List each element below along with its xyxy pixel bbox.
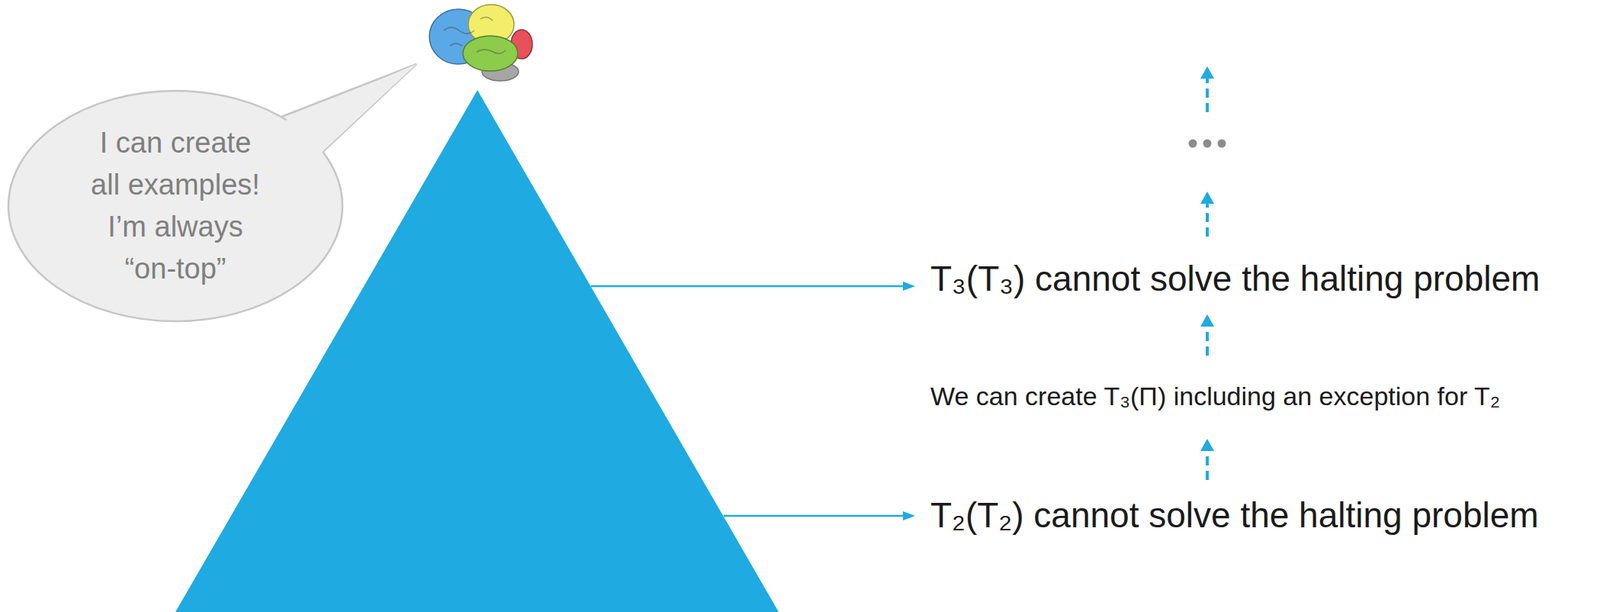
arrow-head [1200, 191, 1215, 204]
level-statement: T₃(T₃) cannot solve the halting problem [930, 257, 1540, 300]
brain-temporal-lobe [462, 35, 518, 71]
dashed-arrow [1205, 324, 1209, 356]
ellipsis-dots [1188, 139, 1227, 148]
dashed-arrow [1205, 77, 1209, 113]
bubble-text: I can create all examples! I’m always “o… [85, 122, 266, 290]
leader-line [591, 285, 905, 288]
brain-folds [443, 16, 506, 54]
ellipsis-dot [1217, 139, 1227, 148]
ellipsis-dot [1203, 139, 1212, 148]
brain-icon [429, 4, 533, 81]
step-note: We can create T₃(Π) including an excepti… [930, 380, 1501, 412]
arrow-head [1200, 314, 1215, 327]
level-arrows [591, 281, 916, 521]
level-statement: T₂(T₂) cannot solve the halting problem [930, 494, 1539, 537]
dashed-arrow [1205, 202, 1209, 237]
bubble-tail-join [279, 64, 417, 171]
arrow-head [1200, 438, 1215, 451]
bubble-outline [6, 89, 344, 323]
arrow-head [902, 281, 916, 291]
speech-bubble: I can create all examples! I’m always “o… [6, 89, 344, 323]
dashed-arrow [1205, 449, 1209, 480]
arrow-head [902, 510, 916, 521]
arrow-head [1200, 66, 1215, 79]
ellipsis-dot [1188, 139, 1198, 148]
leader-line [723, 514, 905, 518]
